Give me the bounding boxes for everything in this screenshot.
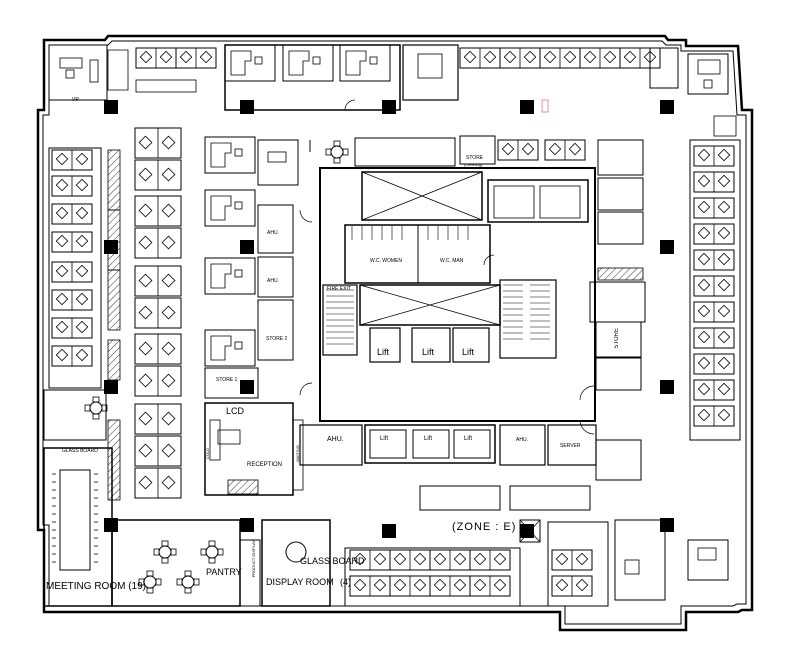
room-label-glass-board: GLASS BOARD [300, 556, 365, 566]
outer-walls [36, 34, 754, 632]
bottom-workstations [344, 485, 729, 607]
room-label-display-count: (4) [340, 577, 351, 587]
room-label-pantry: PANTRY [206, 567, 242, 577]
lift-label-2: Lift [422, 347, 435, 357]
top-cabins [48, 44, 729, 111]
lift-label-3: Lift [462, 347, 475, 357]
room-label-store-top: STORE [466, 155, 484, 161]
lift-label-5: Lift [424, 436, 433, 442]
room-label-display-room: DISPLAY ROOM [266, 577, 334, 587]
room-label-cold: COLD [205, 448, 210, 460]
room-label-wc-women: W.C. WOMEN [370, 258, 402, 264]
center-left-cabins [204, 136, 349, 496]
room-label-ahu-3: AHU. [327, 436, 344, 443]
zone-label: (ZONE : E) [452, 521, 517, 533]
room-label-lcd: LCD [226, 406, 245, 416]
lift-label-1: Lift [377, 347, 390, 357]
room-label-fire-exit: FIRE EXIT [327, 286, 351, 292]
room-label-store-2: STORE 2 [266, 336, 288, 342]
room-label-ahu-1: AHU. [267, 230, 279, 236]
room-label-server: SERVER [560, 443, 581, 449]
room-label-store-top-sub: (Cleaning) [464, 162, 483, 167]
right-workstations [354, 115, 741, 481]
room-label-wc-man: W.C. MAN [440, 258, 464, 264]
lift-label-6: Lift [464, 436, 473, 442]
building-core [299, 167, 597, 466]
room-label-meeting: MEETING ROOM (19) [46, 581, 147, 592]
room-label-store-right: STORE [614, 328, 620, 349]
room-label-vp: VP [72, 97, 79, 103]
lift-label-4: Lift [380, 436, 389, 442]
room-label-ahu-2: AHU. [267, 278, 279, 284]
room-label-meeting-glassboard: GLASS BOARD [62, 448, 98, 454]
room-label-store-1: STORE 1 [216, 377, 238, 383]
room-label-product-display: PRODUCT DISPLAY [251, 540, 256, 578]
room-label-ahu-4: AHU. [516, 437, 528, 443]
door-swings [299, 99, 595, 435]
left-workstations [48, 127, 182, 501]
room-label-reception: RECEPTION [247, 462, 283, 468]
meeting-area [43, 389, 331, 607]
room-label-waiting: WAITING [295, 445, 300, 462]
